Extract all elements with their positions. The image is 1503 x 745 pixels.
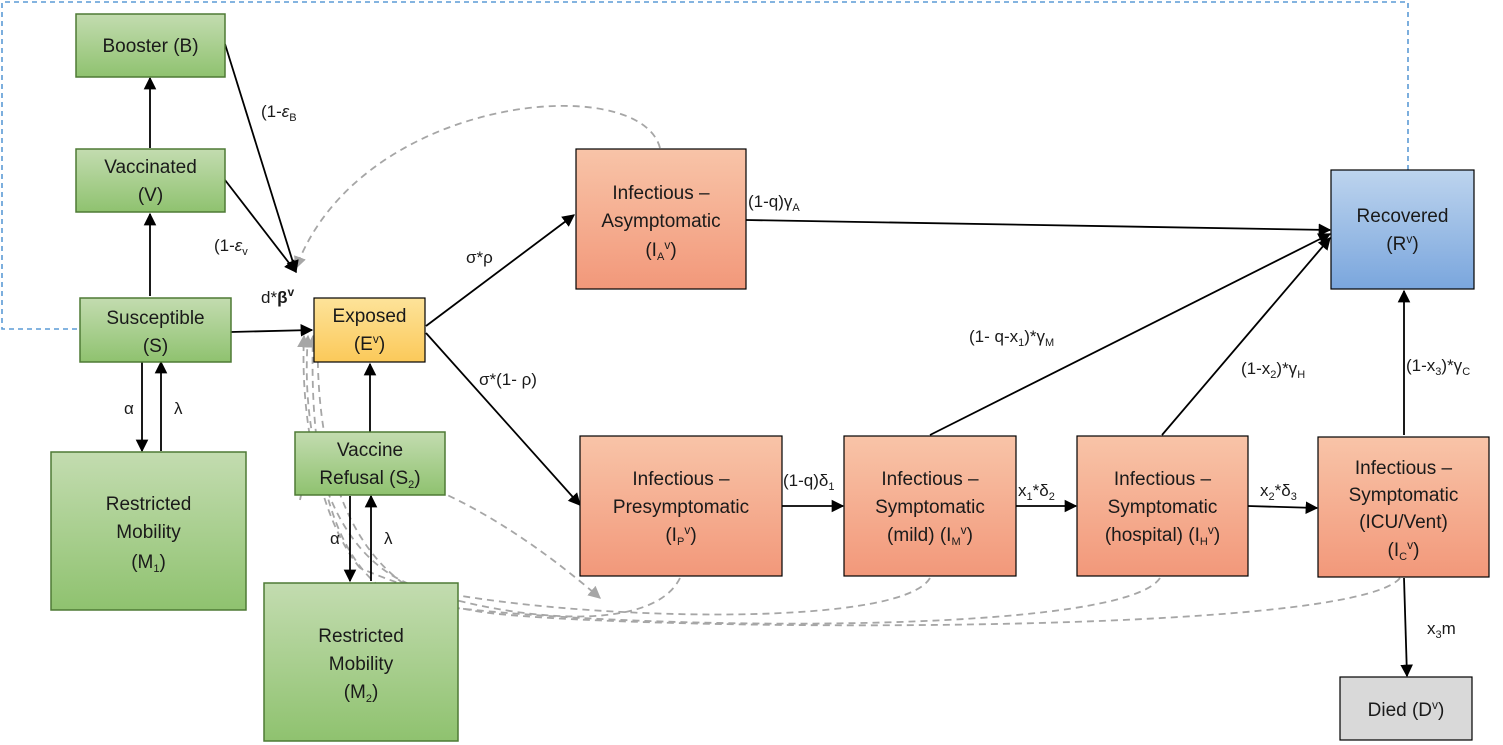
presymptomatic-label: Infectious – (632, 469, 730, 490)
node-restricted-mobility-1: Restricted Mobility (M1) (50, 451, 247, 611)
node-vaccine-refusal: Vaccine Refusal (S2) (294, 431, 446, 496)
booster-label: Booster (B) (102, 36, 198, 57)
refusal-label: Vaccine (337, 440, 403, 461)
transition-arrows (135, 43, 1413, 678)
recovered-to-susceptible-loop (1, 1, 1409, 330)
node-infectious-presymptomatic: Infectious – Presymptomatic (IPv) (579, 435, 783, 577)
node-booster: Booster (B) (75, 13, 226, 78)
node-infectious-mild: Infectious – Symptomatic (mild) (IMv) (843, 435, 1017, 577)
node-infectious-icu: Infectious – Symptomatic (ICU/Vent) (ICv… (1317, 436, 1490, 578)
hospital-symbol: (hospital) (IHv) (1105, 523, 1220, 548)
icu-label-2: Symptomatic (1349, 485, 1459, 506)
label-alpha-2: α (330, 529, 340, 548)
label-lambda-2: λ (384, 529, 393, 548)
label-mild-recovered: (1- q-x1)*γM (969, 327, 1054, 349)
vaccinated-label: Vaccinated (104, 157, 197, 178)
exposed-label: Exposed (333, 306, 407, 327)
restricted1-symbol: (M1) (131, 552, 166, 575)
label-hospital-icu: x2*δ3 (1260, 481, 1297, 503)
label-alpha-1: α (124, 399, 134, 418)
icu-label-3: (ICU/Vent) (1359, 512, 1448, 533)
susceptible-label: Susceptible (106, 308, 204, 329)
hospital-label: Infectious – (1114, 469, 1212, 490)
asymptomatic-symbol: (IAv) (645, 238, 676, 263)
restricted1-label: Restricted (106, 494, 192, 515)
recovered-symbol: (Rv) (1386, 232, 1418, 255)
node-infectious-asymptomatic: Infectious – Asymptomatic (IAv) (575, 148, 747, 290)
vaccinated-symbol: (V) (138, 185, 163, 206)
label-mild-hospital: x1*δ2 (1018, 481, 1055, 503)
asymptomatic-label-2: Asymptomatic (601, 211, 720, 232)
hospital-label-2: Symptomatic (1108, 497, 1218, 518)
died-label: Died (Dv) (1368, 698, 1445, 721)
label-icu-died: x3m (1427, 619, 1456, 641)
label-presymptomatic-mild: (1-q)δ1 (783, 471, 834, 493)
label-icu-recovered: (1-x3)*γC (1406, 356, 1470, 378)
restricted2-label: Restricted (318, 626, 404, 647)
icu-symbol: (ICv) (1388, 538, 1420, 563)
node-susceptible: Susceptible (S) (79, 297, 232, 363)
mild-symbol: (mild) (IMv) (887, 523, 973, 548)
mild-label-2: Symptomatic (875, 497, 985, 518)
mild-label: Infectious – (881, 469, 979, 490)
node-infectious-hospital: Infectious – Symptomatic (hospital) (IHv… (1076, 435, 1249, 577)
exposed-symbol: (Ev) (354, 332, 385, 355)
presymptomatic-symbol: (IPv) (665, 523, 696, 548)
label-exposed-presymptomatic: σ*(1- ρ) (479, 370, 537, 389)
label-force-of-infection: d*βv (261, 285, 294, 307)
restricted2-symbol: (M2) (344, 682, 379, 705)
label-exposed-asymptomatic: σ*ρ (466, 248, 493, 267)
presymptomatic-label-2: Presymptomatic (613, 497, 749, 518)
asymptomatic-label: Infectious – (612, 183, 710, 204)
node-vaccinated: Vaccinated (V) (75, 148, 226, 213)
node-restricted-mobility-2: Restricted Mobility (M2) (263, 582, 459, 742)
label-vaccinated-exposed: (1-εv (214, 236, 248, 258)
restricted1-label-2: Mobility (116, 522, 181, 543)
recovered-label: Recovered (1357, 206, 1449, 227)
refusal-symbol: Refusal (S2) (319, 468, 420, 491)
icu-label: Infectious – (1355, 458, 1453, 479)
restricted2-label-2: Mobility (329, 654, 394, 675)
label-hospital-recovered: (1-x2)*γH (1241, 359, 1305, 381)
node-died: Died (Dv) (1339, 676, 1473, 741)
label-booster-exposed: (1-εB (261, 102, 297, 124)
node-exposed: Exposed (Ev) (313, 297, 426, 363)
node-recovered: Recovered (Rv) (1330, 169, 1475, 290)
label-asymptomatic-recovered: (1-q)γA (748, 192, 800, 214)
label-lambda-1: λ (174, 399, 183, 418)
susceptible-symbol: (S) (143, 336, 168, 357)
